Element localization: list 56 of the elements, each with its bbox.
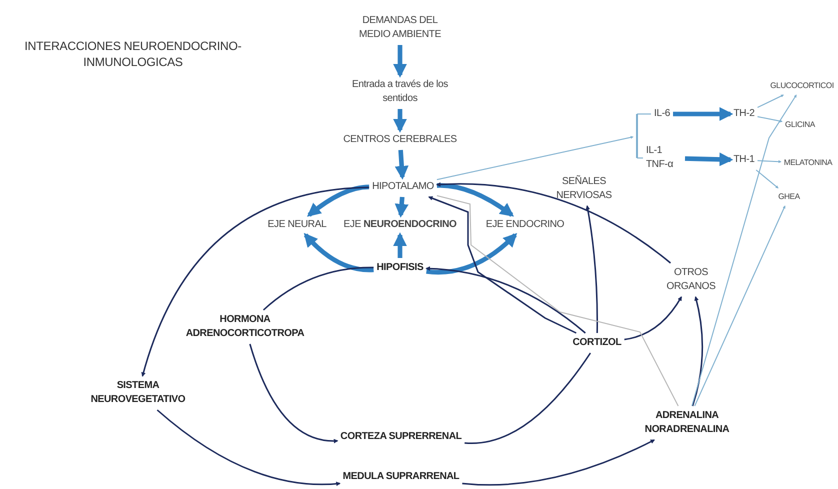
node-label: Entrada a través de los sentidos	[350, 78, 450, 106]
arrow	[757, 94, 784, 108]
block-arrow	[393, 45, 407, 78]
connector-line	[464, 352, 592, 444]
node-label: IL-6	[654, 107, 670, 121]
node-label: GLUCOCORTICOI	[770, 80, 834, 92]
node-label: HIPOTALAMO	[372, 180, 434, 194]
block-arrow	[673, 107, 734, 121]
arrow	[428, 196, 577, 334]
arrow	[249, 344, 338, 444]
block-arrow	[394, 196, 409, 218]
node-label: HIPOFISIS	[376, 261, 424, 275]
arrow	[425, 266, 586, 334]
block-arrow	[306, 184, 370, 217]
block-arrow	[684, 152, 734, 166]
node-label: GLICINA	[785, 119, 815, 131]
arrow	[691, 94, 797, 406]
arrow	[462, 439, 655, 486]
arrow	[692, 296, 704, 406]
node-label: MEDULA SUPRARRENAL	[342, 470, 460, 484]
diagram-title: INTERACCIONES NEUROENDOCRINO-INMUNOLOGICAS	[24, 38, 242, 70]
node-label: CORTEZA SUPRERRENAL	[340, 430, 462, 444]
arrow	[436, 182, 671, 264]
node-label: TH-2	[733, 107, 755, 121]
block-arrow	[304, 232, 374, 272]
arrow	[757, 160, 782, 164]
node-label: HORMONA ADRENOCORTICOTROPA	[178, 313, 312, 341]
arrow	[756, 170, 779, 188]
block-arrow	[394, 150, 409, 180]
node-label: SEÑALES NERVIOSAS	[548, 175, 620, 203]
arrow	[436, 136, 634, 180]
node-label: OTROS ORGANOS	[659, 266, 723, 294]
block-arrow	[436, 183, 514, 217]
node-label: TH-1	[733, 153, 755, 167]
arrow	[694, 205, 786, 406]
block-arrow	[393, 109, 407, 133]
axis-label: EJE ENDOCRINO	[486, 218, 564, 232]
node-label: SISTEMA NEUROVEGETATIVO	[80, 379, 196, 407]
node-label: DEMANDAS DEL MEDIO AMBIENTE	[350, 14, 450, 42]
arrow	[586, 205, 598, 333]
node-label: CORTIZOL	[572, 336, 622, 350]
arrow	[156, 409, 341, 486]
axis-label: EJE NEUROENDOCRINO	[344, 218, 456, 232]
arrow	[757, 116, 783, 122]
connector-line	[436, 195, 679, 406]
node-label: IL-1 TNF-α	[646, 144, 682, 172]
arrow	[141, 186, 370, 377]
connector-line	[262, 266, 374, 311]
block-arrow	[426, 233, 518, 275]
arrow	[624, 296, 682, 340]
node-label: MELATONINA	[784, 157, 832, 169]
block-arrow	[393, 232, 407, 258]
node-label: ADRENALINA NORADRENALINA	[641, 409, 733, 437]
node-label: CENTROS CEREBRALES	[343, 133, 457, 147]
node-label: GHEA	[778, 191, 800, 203]
axis-label: EJE NEURAL	[268, 218, 326, 232]
